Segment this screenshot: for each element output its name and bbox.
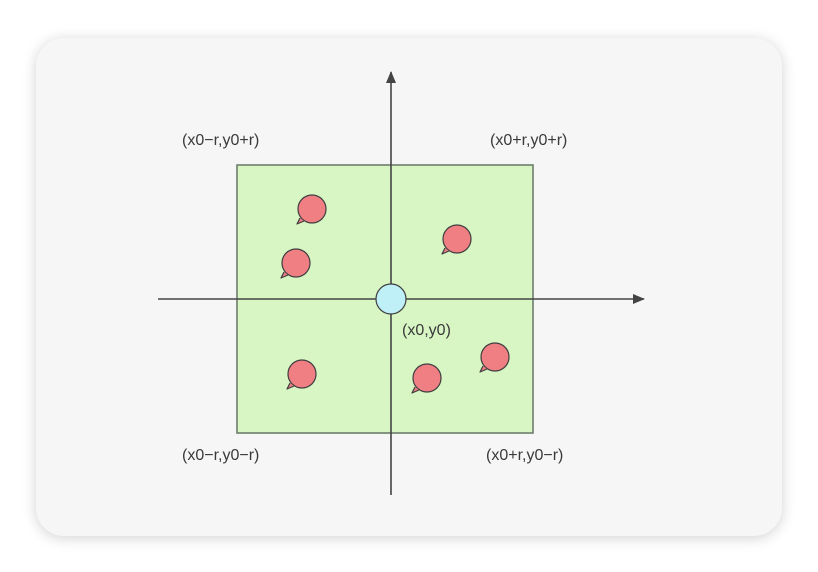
point: [296, 194, 327, 225]
point: [411, 363, 442, 394]
bottom-left-corner-label: (x0−r,y0−r): [182, 447, 260, 464]
center-point: [375, 283, 407, 315]
center-label: (x0,y0): [402, 322, 451, 339]
top-left-corner-label: (x0−r,y0+r): [182, 132, 260, 149]
point: [479, 342, 510, 373]
point: [441, 224, 472, 255]
bottom-right-corner-label: (x0+r,y0−r): [486, 447, 564, 464]
point: [280, 248, 311, 279]
top-right-corner-label: (x0+r,y0+r): [490, 132, 568, 149]
point: [286, 359, 317, 390]
